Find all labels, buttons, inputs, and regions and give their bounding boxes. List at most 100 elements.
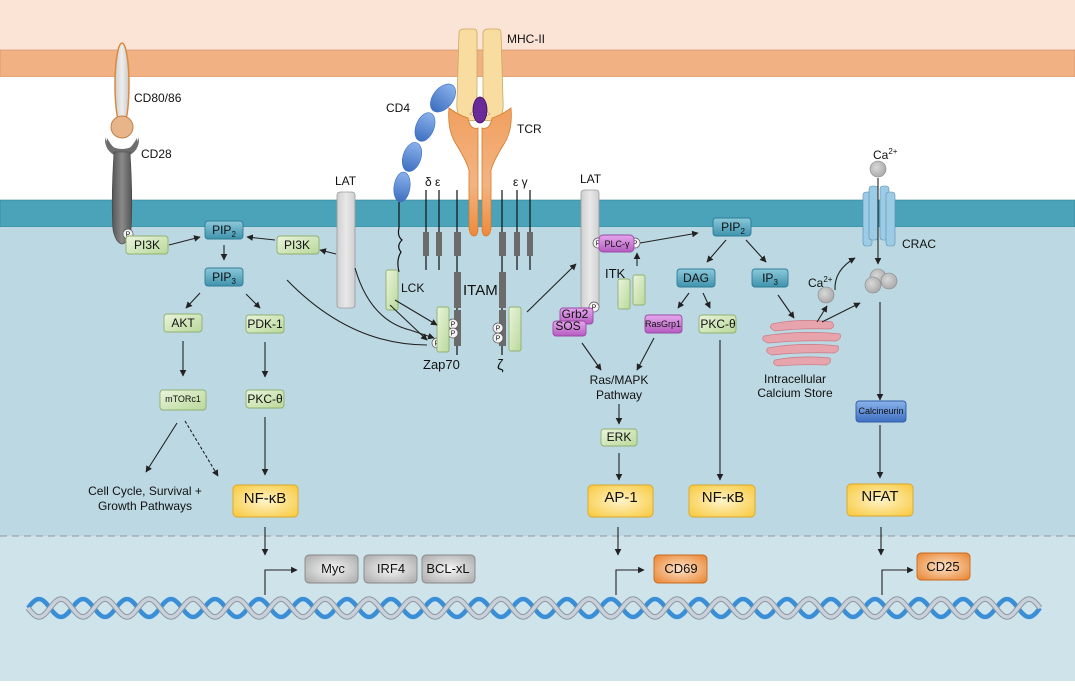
gene-cd69-box <box>653 554 708 584</box>
phosphate-label: P <box>633 241 638 248</box>
dna-strand <box>26 597 1042 619</box>
calcium-mid-sup: 2+ <box>823 275 832 284</box>
pip2-right-text: PIP <box>721 220 740 234</box>
cd3-delta-epsilon-label: δ ε <box>425 175 441 189</box>
cd28-receptor <box>105 136 139 245</box>
calcium-ion-extracellular <box>869 160 887 178</box>
er-calcium-store <box>762 320 841 367</box>
phosphate-label: P <box>126 232 131 239</box>
promoter-arrows <box>264 566 914 595</box>
cd80-86-label: CD80/86 <box>134 91 182 105</box>
cd80-86-receptor <box>110 42 134 139</box>
pip3-sub: 3 <box>231 277 236 286</box>
gene-myc-label: Myc <box>321 561 345 576</box>
calcium-top-text: Ca <box>873 148 889 162</box>
calcium-ion-released <box>817 286 835 304</box>
lat-left <box>336 191 356 309</box>
ip3-sub: 3 <box>773 278 778 287</box>
lck-label: LCK <box>401 281 424 295</box>
pi3k-left-label: PI3K <box>134 238 160 252</box>
pip2-left-text: PIP <box>212 223 231 237</box>
plcg-box <box>598 234 635 253</box>
cd4-coreceptor <box>393 83 456 273</box>
ap1-box <box>587 484 654 518</box>
calcium-ion-cluster <box>864 268 898 294</box>
mhc-ii-label: MHC-II <box>507 32 545 46</box>
ip3-label: IP3 <box>762 271 778 287</box>
dna-double-helix <box>25 596 1043 620</box>
zeta-label: ζ <box>497 357 504 374</box>
calcium-mid-text: Ca <box>808 276 824 290</box>
akt-label: AKT <box>171 316 195 330</box>
pi3k-right-label: PI3K <box>284 238 310 252</box>
gene-myc-box <box>304 554 359 584</box>
phosphate-circle <box>492 332 504 344</box>
pkc-left-box <box>245 389 285 409</box>
tcr-label: TCR <box>517 122 542 136</box>
crac-channel <box>862 185 896 247</box>
gene-irf4-box <box>363 554 418 584</box>
pip2-right-box <box>712 217 752 237</box>
akt-box <box>163 313 203 333</box>
extracellular-space <box>0 77 1075 200</box>
cd28-label: CD28 <box>141 147 172 161</box>
grb2-label: Grb2 <box>562 307 589 321</box>
nfat-label: NFAT <box>861 488 898 505</box>
pi3k-right-box <box>276 235 320 255</box>
gene-cd25-label: CD25 <box>926 559 959 574</box>
pi3k-left-box <box>125 235 169 255</box>
rasgrp1-box <box>644 314 683 334</box>
sos-label: SOS <box>555 319 580 333</box>
pip3-box <box>204 267 244 287</box>
pkc-right-box <box>698 314 737 334</box>
nfkb-left-box <box>232 484 299 518</box>
pip2-left-box <box>204 220 244 240</box>
lat-right <box>580 189 600 311</box>
dag-box <box>676 268 716 288</box>
lck-box <box>385 269 399 311</box>
pip3-text: PIP <box>212 270 231 284</box>
calcineurin-box <box>855 400 907 423</box>
pkc-left-label: PKC-θ <box>247 392 283 406</box>
itam-label: ITAM <box>463 282 498 299</box>
phosphate-label: P <box>451 331 456 338</box>
phosphate-label: P <box>592 305 597 312</box>
phosphate-label: P <box>496 326 501 333</box>
nfkb-right-box <box>688 484 756 518</box>
gene-cd69-label: CD69 <box>664 561 697 576</box>
apc-cytoplasm <box>0 0 1075 50</box>
apc-membrane <box>0 49 1075 78</box>
zap70-box-b <box>508 306 522 352</box>
tcr-receptor <box>448 107 512 237</box>
signaling-nodes <box>125 217 971 584</box>
nfkb-left-label: NF-κB <box>244 490 287 507</box>
pip2-right-label: PIP2 <box>721 220 745 236</box>
gene-irf4-label: IRF4 <box>377 561 405 576</box>
zap70-label: Zap70 <box>423 357 460 372</box>
cell-cycle-label-2: Growth Pathways <box>98 499 192 513</box>
calcineurin-label: Calcineurin <box>858 406 903 416</box>
ip3-box <box>751 268 789 288</box>
cd3-epsilon-gamma-label: ε γ <box>513 175 528 189</box>
pathway-arrows <box>145 230 885 556</box>
gene-cd25-box <box>916 552 971 581</box>
ap1-label: AP-1 <box>604 489 637 506</box>
pdk1-label: PDK-1 <box>247 317 283 331</box>
cell-cycle-label-1: Cell Cycle, Survival + <box>88 484 202 498</box>
ip3-text: IP <box>762 271 773 285</box>
pip2-left-sub: 2 <box>231 230 236 239</box>
itk-label: ITK <box>605 266 626 281</box>
pip3-label: PIP3 <box>212 270 236 286</box>
gene-bclxl-box <box>421 554 476 584</box>
phosphate-label: P <box>451 322 456 329</box>
cd4-label: CD4 <box>386 101 410 115</box>
zap70-box-a <box>436 306 450 353</box>
lat-left-label: LAT <box>335 174 357 188</box>
itk-box-a <box>617 278 631 310</box>
rasgrp1-label: RasGrp1 <box>645 319 681 329</box>
phosphate-label: P <box>596 241 601 248</box>
pip2-right-sub: 2 <box>740 227 745 236</box>
mtorc1-box <box>159 389 207 411</box>
calcium-top-sup: 2+ <box>888 147 897 156</box>
